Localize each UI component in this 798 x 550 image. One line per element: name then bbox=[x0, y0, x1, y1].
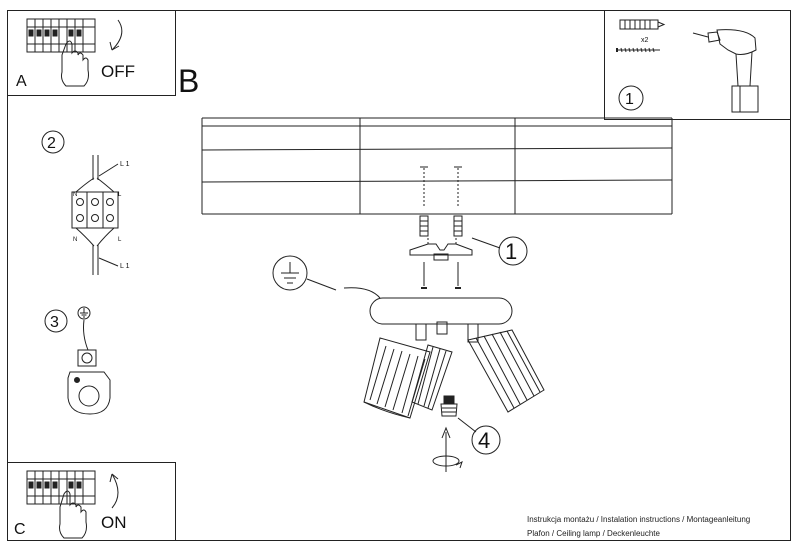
wire-label-l-bottom: L bbox=[118, 237, 122, 243]
ground-leader bbox=[306, 278, 337, 291]
hand-icon-a bbox=[61, 40, 89, 87]
tools-box bbox=[604, 10, 791, 120]
panel-c-letter: C bbox=[14, 521, 26, 538]
sheet-border bbox=[7, 10, 791, 541]
svg-text:1: 1 bbox=[625, 91, 634, 108]
wall-plug-icon bbox=[619, 19, 666, 30]
terminal-block bbox=[71, 155, 119, 275]
hardware-quantity: x2 bbox=[641, 37, 649, 44]
wire-label-n-top: N bbox=[73, 192, 77, 198]
wire-label-l1-bottom: L 1 bbox=[120, 263, 130, 270]
svg-text:4: 4 bbox=[478, 428, 490, 453]
wire-label-n-bottom: N bbox=[73, 237, 77, 243]
hand-icon-c bbox=[59, 490, 87, 539]
breaker-panel-c bbox=[26, 470, 96, 505]
step-4-leader bbox=[457, 417, 477, 433]
svg-text:1: 1 bbox=[505, 239, 517, 264]
wire-label-l1-top: L 1 bbox=[120, 161, 130, 168]
off-label: OFF bbox=[101, 62, 135, 81]
arrow-up-icon-c bbox=[109, 473, 119, 509]
ground-icon bbox=[272, 255, 308, 291]
footer-caption: Instrukcja montażu / Instalation instruc… bbox=[527, 513, 750, 541]
step-4-badge: 4 bbox=[471, 425, 501, 455]
screw-icon bbox=[616, 47, 660, 53]
earth-terminal bbox=[67, 319, 111, 415]
step-1-badge-tools: 1 bbox=[618, 85, 644, 111]
lamp-head-left bbox=[363, 323, 431, 419]
drill-icon bbox=[692, 29, 759, 113]
rotate-arrow-icon bbox=[432, 426, 463, 472]
svg-text:3: 3 bbox=[50, 314, 59, 331]
drill-holes bbox=[420, 166, 462, 206]
step-3-badge: 3 bbox=[44, 309, 68, 333]
ceiling-slab bbox=[201, 117, 673, 215]
wall-plugs bbox=[419, 215, 463, 237]
panel-c-box bbox=[7, 462, 176, 541]
on-label: ON bbox=[101, 513, 127, 532]
breaker-panel-a bbox=[26, 18, 96, 53]
step-1-leader bbox=[471, 237, 501, 249]
step-2-badge: 2 bbox=[41, 130, 65, 154]
svg-text:2: 2 bbox=[47, 135, 56, 152]
ground-wire bbox=[343, 287, 381, 299]
lamp-head-middle bbox=[411, 321, 453, 411]
footer-line-2: Plafon / Ceiling lamp / Deckenleuchte bbox=[527, 529, 660, 538]
lamp-canopy bbox=[369, 297, 513, 325]
mounting-screws bbox=[421, 262, 461, 289]
mounting-bracket bbox=[409, 238, 473, 261]
panel-b-letter: B bbox=[178, 63, 199, 99]
wire-label-l-top: L bbox=[118, 192, 122, 198]
ground-icon-small bbox=[77, 306, 91, 320]
footer-line-1: Instrukcja montażu / Instalation instruc… bbox=[527, 515, 751, 524]
lamp-head-right bbox=[467, 323, 545, 413]
panel-a-box bbox=[7, 10, 176, 96]
gu10-bulb-icon bbox=[440, 395, 458, 417]
step-1-badge-main: 1 bbox=[498, 236, 528, 266]
arrow-down-icon-a bbox=[109, 19, 123, 51]
panel-a-letter: A bbox=[16, 73, 27, 90]
